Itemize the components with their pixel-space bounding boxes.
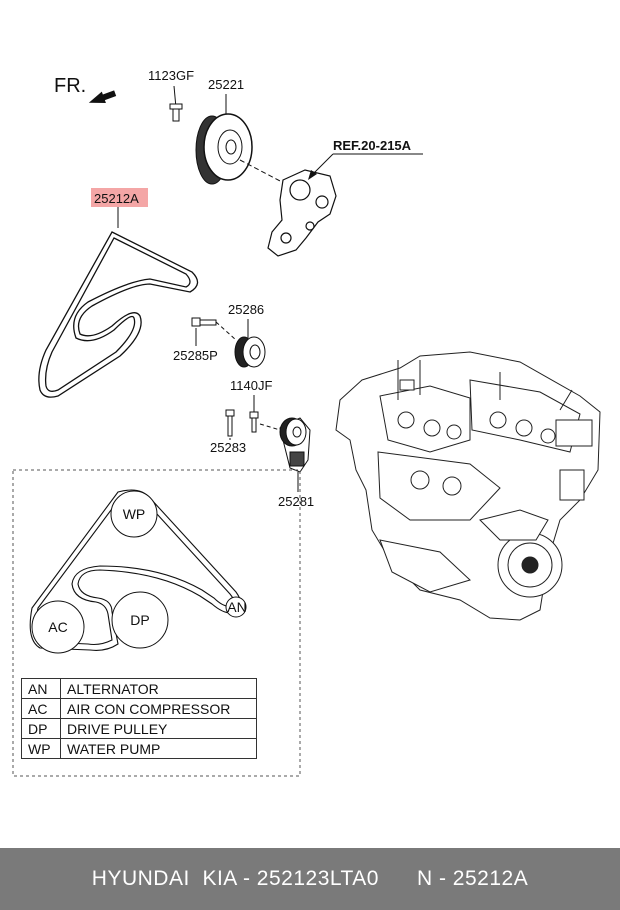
water-pump-icon <box>267 169 337 257</box>
idler-pulley-icon <box>234 336 266 368</box>
reference-arrow-icon <box>308 170 317 180</box>
routing-label-an: AN <box>227 599 246 615</box>
part-label-25212a: 25212A <box>94 191 139 206</box>
drive-pulley <box>111 591 169 649</box>
legend-name: ALTERNATOR <box>60 678 257 699</box>
legend-name: WATER PUMP <box>60 738 257 759</box>
legend-row: AN ALTERNATOR <box>21 678 257 699</box>
front-direction-label: FR. <box>54 75 86 97</box>
front-arrow-icon <box>88 90 117 103</box>
part-label-25221: 25221 <box>208 77 244 92</box>
ac-compressor-pulley <box>31 600 85 654</box>
part-label-25286: 25286 <box>228 302 264 317</box>
legend-row: DP DRIVE PULLEY <box>21 718 257 739</box>
reference-label: REF.20-215A <box>333 138 412 153</box>
legend-row: AC AIR CON COMPRESSOR <box>21 698 257 719</box>
legend-code: AN <box>21 678 61 699</box>
footer-brand-part-number: HYUNDAI KIA - 252123LTA0 <box>91 867 379 890</box>
highlight-box <box>91 188 148 207</box>
tensioner-bolt-icon <box>225 409 259 437</box>
legend-name: DRIVE PULLEY <box>60 718 257 739</box>
part-label-25283: 25283 <box>210 440 246 455</box>
part-label-1123gf: 1123GF <box>148 68 194 83</box>
alternator-pulley <box>225 596 247 618</box>
part-label-1140jf: 1140JF <box>230 378 272 393</box>
part-label-25281: 25281 <box>278 494 314 509</box>
idler-bolt-icon <box>191 317 217 327</box>
part-number-footer: HYUNDAI KIA - 252123LTA0 N - 25212A <box>0 848 620 910</box>
footer-spacer <box>379 867 417 891</box>
engine-block-icon <box>335 351 601 621</box>
bolt-icon <box>169 103 183 122</box>
routing-label-wp: WP <box>123 506 146 522</box>
legend-row: WP WATER PUMP <box>21 738 257 759</box>
routing-label-dp: DP <box>130 612 149 628</box>
legend-name: AIR CON COMPRESSOR <box>60 698 257 719</box>
legend-code: AC <box>21 698 61 719</box>
serpentine-belt-icon <box>38 231 199 398</box>
belt-routing-box <box>12 469 301 777</box>
legend-code: WP <box>21 738 61 759</box>
water-pump-pulley-icon <box>195 113 253 185</box>
part-label-25285p: 25285P <box>173 348 218 363</box>
pulley-legend-table: AN ALTERNATOR AC AIR CON COMPRESSOR DP D… <box>21 678 257 759</box>
routing-label-ac: AC <box>48 619 67 635</box>
tensioner-icon <box>279 417 311 473</box>
belt-diagram: FR. 1123GF 25221 REF.20-215A 25212A 2528… <box>12 68 601 777</box>
footer-catalog-number: N - 25212A <box>416 867 529 890</box>
legend-code: DP <box>21 718 61 739</box>
water-pump-pulley <box>110 490 158 538</box>
